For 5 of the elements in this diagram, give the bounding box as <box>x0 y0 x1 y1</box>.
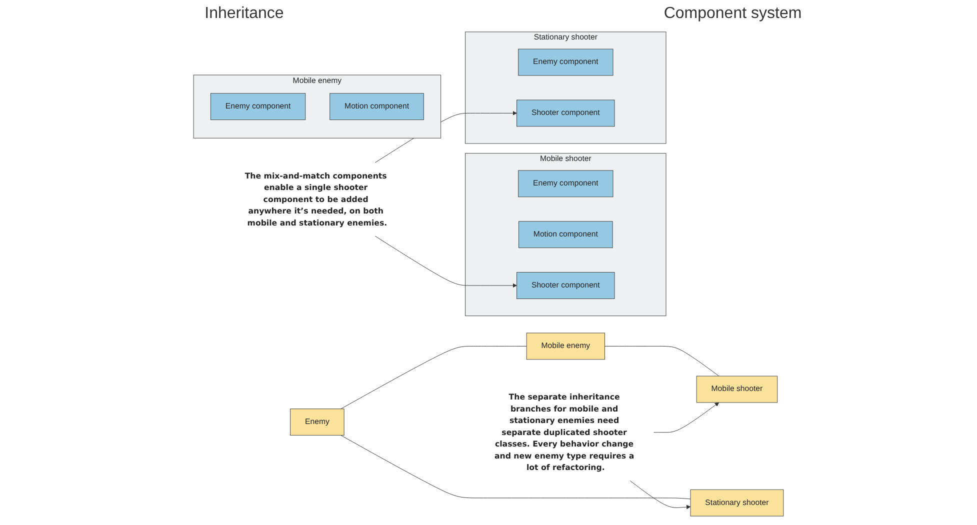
section-heading: Inheritance <box>204 5 285 23</box>
connector <box>340 435 691 500</box>
section-heading: Component system <box>662 5 803 23</box>
connector <box>340 346 527 410</box>
connector <box>604 346 720 376</box>
